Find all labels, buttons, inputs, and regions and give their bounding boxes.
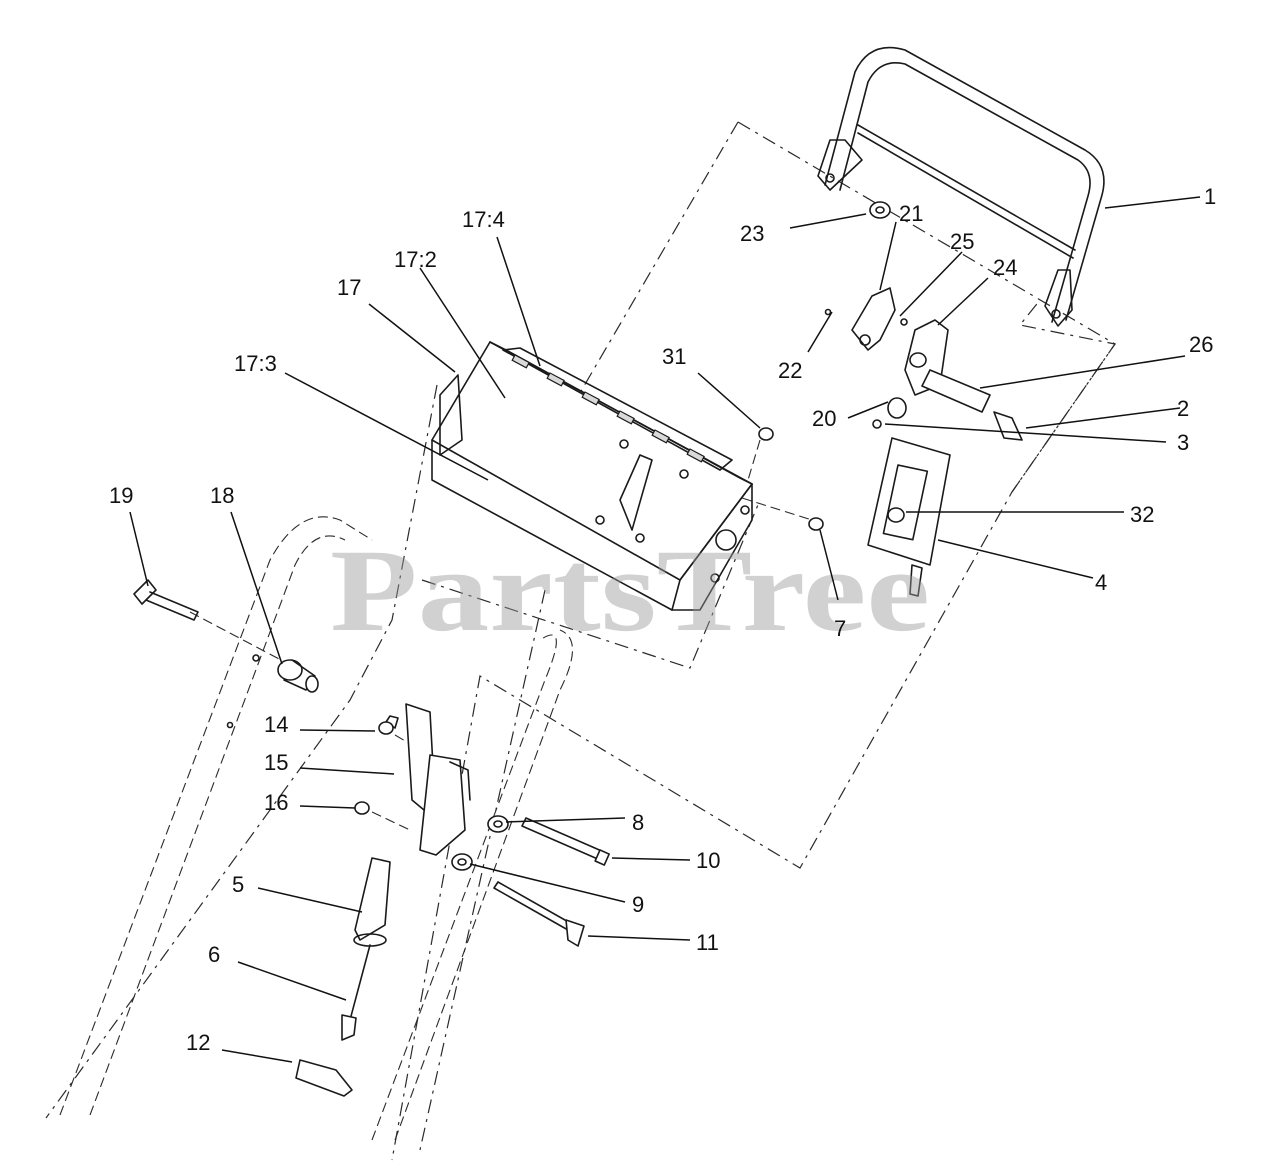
callout-15: 15 — [264, 750, 288, 775]
callout-6: 6 — [208, 942, 220, 967]
callout-3: 3 — [1177, 430, 1189, 455]
callout-5: 5 — [232, 872, 244, 897]
callout-17-2: 17:2 — [394, 247, 437, 272]
spacer-18 — [277, 659, 319, 693]
callout-22: 22 — [778, 358, 802, 383]
callout-18: 18 — [210, 483, 234, 508]
callout-21: 21 — [899, 201, 923, 226]
callout-labels: 1 2 3 4 5 6 7 8 9 10 11 12 14 15 16 17 1… — [109, 184, 1216, 1055]
callout-23: 23 — [740, 221, 764, 246]
callout-31: 31 — [662, 344, 686, 369]
watermark: PartsTree — [330, 525, 930, 656]
callout-12: 12 — [186, 1030, 210, 1055]
callout-16: 16 — [264, 790, 288, 815]
callout-7: 7 — [834, 616, 846, 641]
callout-10: 10 — [696, 848, 720, 873]
callout-9: 9 — [632, 892, 644, 917]
callout-32: 32 — [1130, 502, 1154, 527]
leader-lines — [129, 196, 1201, 1063]
callout-19: 19 — [109, 483, 133, 508]
callout-2: 2 — [1177, 396, 1189, 421]
callout-14: 14 — [264, 712, 288, 737]
callout-1: 1 — [1204, 184, 1216, 209]
lower-bracket-assembly — [295, 703, 471, 1097]
upper-handle-bail — [817, 46, 1105, 327]
fasteners-8-11 — [451, 815, 610, 947]
callout-17-4: 17:4 — [462, 207, 505, 232]
control-panel-housing — [431, 341, 753, 611]
callout-17: 17 — [337, 275, 361, 300]
callout-8: 8 — [632, 810, 644, 835]
callout-26: 26 — [1189, 332, 1213, 357]
bolt-19 — [133, 579, 199, 621]
callout-4: 4 — [1095, 570, 1107, 595]
callout-17-3: 17:3 — [234, 351, 277, 376]
assembly-reference-lines — [45, 121, 1117, 1161]
callout-24: 24 — [993, 255, 1017, 280]
callout-11: 11 — [696, 930, 719, 955]
right-control-parts — [758, 201, 1023, 597]
callout-25: 25 — [950, 229, 974, 254]
callout-20: 20 — [812, 406, 836, 431]
